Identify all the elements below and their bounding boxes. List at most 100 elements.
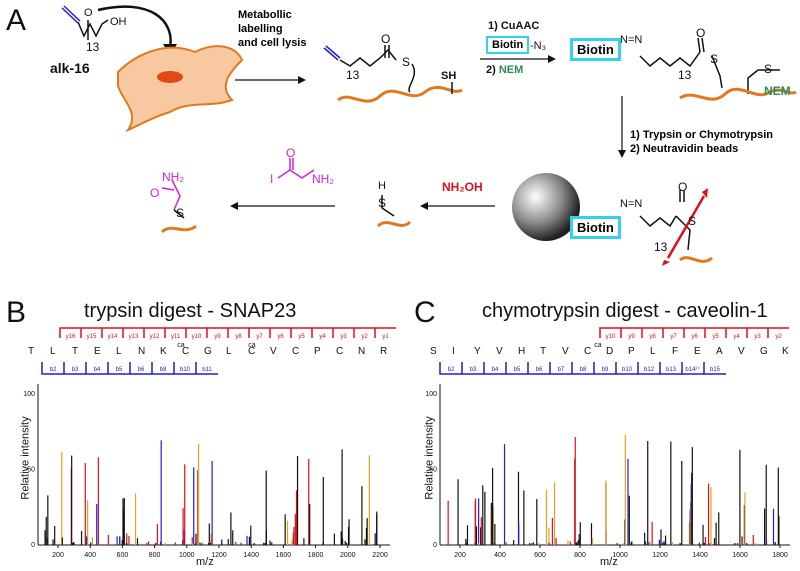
enzyme-line-1: 1) Trypsin or Chymotrypsin [630, 129, 774, 141]
cell-shape [117, 45, 244, 133]
spectrum-b-y-ion-label: y13 [129, 334, 139, 340]
spectrum-b-b-ion-label: b4 [94, 367, 101, 373]
spectrum-c-y-ion-label: y7 [670, 334, 677, 340]
spectrum-b-y-ion-bracket [101, 327, 123, 338]
spectrum-b-y-ion-label: y10 [192, 334, 202, 340]
enzyme-line-2: 2) Neutravidin beads [630, 143, 739, 155]
spectrum-b-x-tick-label: 2000 [340, 552, 356, 559]
spectrum-b-b-ion-bracket [173, 362, 196, 375]
spectrum-c-x-tick-label: 800 [574, 552, 586, 559]
spectrum-c-b-ion-bracket [527, 362, 550, 375]
spectrum-c-y-ion-bracket [662, 327, 684, 338]
spectrum-b-y-ion-bracket [143, 327, 165, 338]
thiol-s: S [378, 196, 387, 210]
sequence-residue: T [72, 346, 79, 357]
sequence-residue: E [694, 346, 701, 357]
protein-chain-3 [679, 256, 713, 263]
spectrum-c-title: chymotrypsin digest - caveolin-1 [482, 300, 768, 322]
sequence-residue: Y [474, 346, 481, 357]
spectrum-b-y-ion-bracket [80, 327, 102, 338]
spectrum-b-y-ion-label: y16 [66, 334, 76, 340]
spectrum-b-x-tick-label: 400 [84, 552, 96, 559]
spectrum-b-b-ion-label: b10 [180, 367, 191, 373]
spectrum-c-y-ion-bracket [704, 327, 726, 338]
spectrum-b-y-ion-bracket [311, 327, 333, 338]
lab-s: S [402, 55, 411, 69]
spectrum-b-y-ion-bracket [185, 327, 207, 338]
spectrum-c-b-ion-bracket [571, 362, 594, 375]
sequence-residue: P [314, 346, 321, 357]
spectrum-c-b-ion-bracket [659, 362, 682, 375]
spectrum-c-y-ion-bracket [725, 327, 747, 338]
spectrum-c-b-ion-bracket [681, 362, 704, 375]
alk16-o: O [84, 7, 93, 19]
sequence-residue: R [380, 346, 388, 357]
prod-s: S [710, 52, 719, 66]
spectrum-c-x-tick-label: 1800 [772, 552, 788, 559]
spectrum-c-ylabel: Relative intensity [423, 416, 436, 500]
sequence-residue: N [358, 346, 366, 357]
sequence-residue: G [760, 346, 768, 357]
spectrum-b-ca-label: ca [177, 342, 185, 349]
spectrum-b-b-ion-bracket [63, 362, 86, 375]
spectrum-c-b-ion-label: b14²⁺ [685, 366, 700, 373]
sequence-residue: V [562, 346, 569, 357]
spectrum-b-b-ion-label: b11 [202, 367, 212, 373]
alk16-oh: OH [110, 16, 127, 28]
alk16-n13: 13 [86, 40, 100, 54]
sequence-residue: C [584, 346, 592, 357]
spectrum-b-ca-label: ca [248, 342, 256, 349]
sequence-residue: F [672, 346, 679, 357]
nh2oh-label: NH₂OH [442, 180, 483, 194]
spectrum-b-x-tick-label: 1400 [243, 552, 259, 559]
spectrum-c-b-ion-bracket [505, 362, 528, 375]
spectrum-b-y-ion-bracket [59, 327, 81, 338]
spectrum-c-b-ion-label: b6 [536, 367, 543, 373]
spectrum-b-x-tick-label: 1800 [308, 552, 324, 559]
metabolic-line-1: Metabollic [238, 9, 292, 21]
spectrum-b-b-ion-label: b5 [116, 367, 123, 373]
spectrum-b-y-ion-label: y6 [277, 334, 284, 340]
alk16-molecule [61, 5, 109, 40]
spectrum-b-y-ion-bracket [122, 327, 144, 338]
spectrum-b-y-ion-bracket [164, 327, 186, 338]
spectrum-b-b-ion-label: b8 [160, 367, 167, 373]
spectrum-b-xlabel: m/z [196, 556, 214, 568]
prod-o: O [696, 26, 706, 40]
spectrum-c-x-tick-label: 200 [454, 552, 466, 559]
spectrum-b-y-ion-bracket [248, 327, 270, 338]
spectrum-c-b-ion-bracket [593, 362, 616, 375]
iodo-o: O [286, 146, 296, 160]
nucleus [157, 71, 183, 83]
cam-nh2: NH₂ [162, 170, 184, 184]
panel-label-a: A [6, 4, 27, 37]
sequence-residue: G [204, 346, 212, 357]
spectrum-c-y-ion-bracket [746, 327, 768, 338]
spectrum-c-y-ion-label: y10 [606, 334, 616, 340]
spectrum-b-x-tick-label: 1000 [179, 552, 195, 559]
iodo-i: I [270, 172, 274, 186]
spectrum-c-y-ion-bracket [620, 327, 642, 338]
sequence-residue: C [336, 346, 344, 357]
spectrum-c-y-ion-label: y5 [712, 334, 719, 340]
spectrum-b-b-ion-bracket [129, 362, 152, 375]
bead-n13: 13 [654, 240, 668, 254]
spectrum-b-y-ion-bracket [332, 327, 354, 338]
sequence-residue: C [182, 346, 190, 357]
spectrum-b-y-ion-label: y1 [382, 334, 389, 340]
spectrum-b-y-ion-label: y2 [361, 334, 368, 340]
spectrum-c-b-ion-label: b4 [492, 367, 499, 373]
spectrum-c-y-ion-label: y3 [754, 334, 761, 340]
protein-chain-2 [679, 87, 797, 101]
nem-step-reagent: NEM [498, 64, 524, 76]
spectrum-c-b-ion-label: b9 [602, 367, 609, 373]
spectrum-b-b-ion-bracket [195, 362, 218, 375]
prod-s2: S [764, 62, 773, 76]
spectrum-c-y-ion-label: y8 [649, 334, 656, 340]
spectrum-c-b-ion-bracket [615, 362, 638, 375]
spectrum-c-x-tick-label: 1600 [732, 552, 748, 559]
biotin-reagent-label: Biotin [492, 39, 524, 51]
spectrum-b-y-ion-label: y9 [214, 334, 221, 340]
